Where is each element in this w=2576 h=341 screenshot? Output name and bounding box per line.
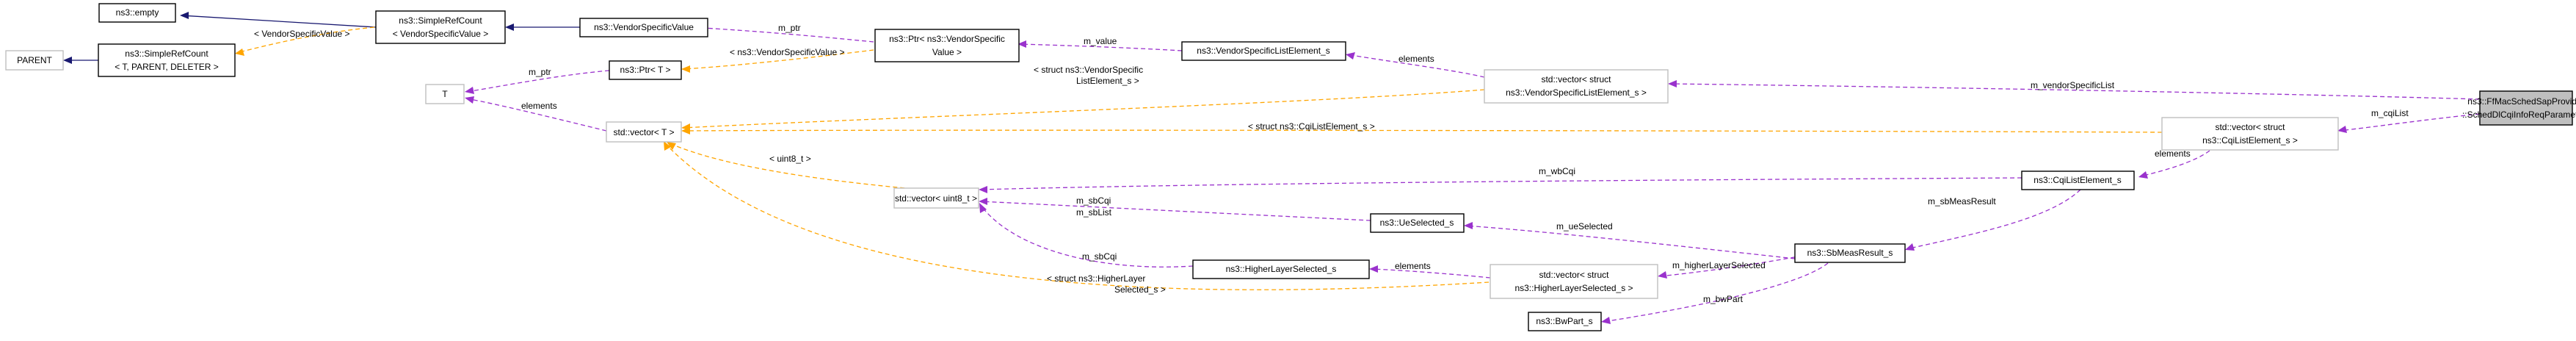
edge-label-elements-1: elements [1398,54,1434,64]
node-vendor-specific-value[interactable]: ns3::VendorSpecificValue [579,18,708,37]
node-parent[interactable]: PARENT [5,50,64,71]
node-vector-higher-layer[interactable]: std::vector< struct ns3::HigherLayerSele… [1490,264,1658,299]
edge-m-higher-layer-selected: m_higherLayerSelected [1658,255,1803,279]
node-bw-part[interactable]: ns3::BwPart_s [1528,312,1602,331]
node-vector-uint8-label: std::vector< uint8_t > [895,193,977,204]
edge-label-cqi-list-template: < struct ns3::CqiListElement_s > [1248,121,1375,132]
node-vector-hl-line2: ns3::HigherLayerSelected_s > [1514,283,1633,293]
edge-m-ue-selected: m_ueSelected [1464,221,1796,259]
node-t[interactable]: T [425,84,465,104]
edges: < VendorSpecificValue > m_ptr < ns3::Ven… [63,12,2481,324]
node-ptr-vsv-line1: ns3::Ptr< ns3::VendorSpecific [889,34,1005,44]
edge-label-m-value: m_value [1084,36,1117,46]
edge-label-hl-template-2: Selected_s > [1114,284,1166,295]
node-ff-mac-sched-dl-cqi-info-req-parameters[interactable]: ns3::FfMacSchedSapProvider ::SchedDlCqiI… [2462,90,2576,126]
node-ptr-t-label: ns3::Ptr< T > [620,65,671,75]
edge-label-vsv-ptr-template: < ns3::VendorSpecificValue > [730,47,845,57]
edge-m-sb-cqi-hl: m_sbCqi [979,203,1194,268]
node-vector-t[interactable]: std::vector< T > [606,121,682,143]
edge-label-m-vendor-specific-list: m_vendorSpecificList [2031,80,2115,90]
edge-m-wb-cqi: m_wbCqi [979,166,2022,193]
edge-elements-t: elements [465,96,607,132]
node-cqi-list-element-label: ns3::CqiListElement_s [2033,175,2121,185]
node-simple-ref-count-vsv-line1: ns3::SimpleRefCount [399,15,482,26]
edge-parent-to-simplerefcount-generic [63,57,98,64]
node-sb-meas-result[interactable]: ns3::SbMeasResult_s [1794,243,1906,263]
node-bw-part-label: ns3::BwPart_s [1536,316,1592,326]
node-vector-vs-line2: ns3::VendorSpecificListElement_s > [1506,87,1647,98]
node-vector-vs-line1: std::vector< struct [1541,74,1611,85]
edge-empty-to-simplerefcount [180,12,377,28]
node-ns3-empty[interactable]: ns3::empty [98,3,176,23]
edge-label-hl-template-1: < struct ns3::HigherLayer [1047,273,1145,284]
edge-label-m-sb-list: m_sbList [1076,207,1112,218]
edge-m-sb-cqi-sb-list: m_sbCqi m_sbList [979,195,1371,221]
node-ptr-t[interactable]: ns3::Ptr< T > [609,60,682,80]
node-ptr-vendor-specific-value[interactable]: ns3::Ptr< ns3::VendorSpecific Value > [874,29,1020,62]
edge-elements-vs: elements [1346,52,1485,78]
edge-label-m-sb-meas-result: m_sbMeasResult [1928,196,1996,207]
node-vector-uint8[interactable]: std::vector< uint8_t > [893,187,979,209]
edge-m-ptr-t: m_ptr [465,67,610,94]
edge-label-elements-4: elements [1395,261,1431,271]
node-ptr-vsv-line2: Value > [932,47,962,57]
edge-label-m-higher-layer-selected: m_higherLayerSelected [1672,260,1766,270]
node-cqi-list-element[interactable]: ns3::CqiListElement_s [2021,170,2135,190]
edge-label-vs-list-template-2: ListElement_s > [1076,76,1139,86]
node-higher-layer-selected-label: ns3::HigherLayerSelected_s [1226,264,1337,274]
edge-label-m-ptr-2: m_ptr [529,67,551,77]
node-vendor-specific-list-element[interactable]: ns3::VendorSpecificListElement_s [1181,41,1346,61]
edge-template-vector-cqi: < struct ns3::CqiListElement_s > [681,121,2163,134]
edge-template-simplerefcount: < VendorSpecificValue > [235,26,375,56]
node-simple-ref-count-generic[interactable]: ns3::SimpleRefCount < T, PARENT, DELETER… [98,43,236,77]
edge-m-cqi-list: m_cqiList [2337,108,2481,133]
edge-label-m-ptr-1: m_ptr [778,23,801,33]
edge-label-m-ue-selected: m_ueSelected [1556,221,1613,231]
node-vector-cqi-line2: ns3::CqiListElement_s > [2202,135,2298,146]
node-t-label: T [442,89,448,99]
edge-label-uint8-template: < uint8_t > [769,154,811,164]
edge-label-elements-2: elements [521,101,557,111]
node-ff-mac-line1: ns3::FfMacSchedSapProvider [2467,96,2576,107]
node-ue-selected[interactable]: ns3::UeSelected_s [1370,213,1465,233]
edge-label-vsv-template: < VendorSpecificValue > [254,29,350,39]
node-vsle-label: ns3::VendorSpecificListElement_s [1197,46,1329,56]
edge-label-vs-list-template-1: < struct ns3::VendorSpecific [1034,65,1143,75]
node-ue-selected-label: ns3::UeSelected_s [1380,218,1454,228]
edge-m-vendor-specific-list: m_vendorSpecificList [1668,80,2481,100]
node-simple-ref-count-generic-line2: < T, PARENT, DELETER > [115,62,219,72]
node-simple-ref-count-generic-line1: ns3::SimpleRefCount [125,49,208,59]
node-vector-t-label: std::vector< T > [614,127,675,137]
edge-label-elements-3: elements [2155,148,2191,159]
edge-template-vector-uint8: < uint8_t > [667,142,949,193]
nodes: ns3::empty PARENT ns3::SimpleRefCount < … [5,3,2576,331]
edge-label-m-cqi-list: m_cqiList [2371,108,2409,118]
edge-m-ptr-vsv: m_ptr [689,23,874,43]
edge-template-ptr-vsv: < ns3::VendorSpecificValue > [681,47,874,73]
node-ff-mac-line2: ::SchedDlCqiInfoReqParameters [2462,110,2576,120]
edge-elements-cqi: elements [2138,148,2210,179]
node-higher-layer-selected[interactable]: ns3::HigherLayerSelected_s [1192,259,1370,279]
node-vector-hl-line1: std::vector< struct [1539,270,1609,280]
edge-label-m-sb-cqi-1: m_sbCqi [1076,195,1111,206]
edge-m-bw-part: m_bwPart [1601,262,1829,324]
edge-template-vector-hl: < struct ns3::HigherLayer Selected_s > [664,141,1490,295]
node-sb-meas-result-label: ns3::SbMeasResult_s [1807,248,1893,258]
node-vendor-specific-value-label: ns3::VendorSpecificValue [594,22,694,32]
edge-label-m-wb-cqi: m_wbCqi [1539,166,1575,176]
node-simple-ref-count-vsv-line2: < VendorSpecificValue > [393,29,489,39]
edge-m-value: m_value [1017,36,1183,51]
node-ns3-empty-label: ns3::empty [116,7,159,18]
edge-elements-hl: elements [1369,261,1491,279]
node-vector-cqi-line1: std::vector< struct [2215,122,2285,132]
node-parent-label: PARENT [17,55,52,65]
edge-label-m-bw-part: m_bwPart [1703,294,1744,304]
node-simple-ref-count-vsv[interactable]: ns3::SimpleRefCount < VendorSpecificValu… [375,10,506,44]
node-vector-vendor-specific[interactable]: std::vector< struct ns3::VendorSpecificL… [1484,69,1669,104]
edge-label-m-sb-cqi-2: m_sbCqi [1082,251,1117,262]
edge-vsv-to-simplerefcount [505,24,580,31]
node-vector-cqi-list[interactable]: std::vector< struct ns3::CqiListElement_… [2161,117,2339,151]
edge-m-sb-meas-result: m_sbMeasResult [1905,189,2081,251]
